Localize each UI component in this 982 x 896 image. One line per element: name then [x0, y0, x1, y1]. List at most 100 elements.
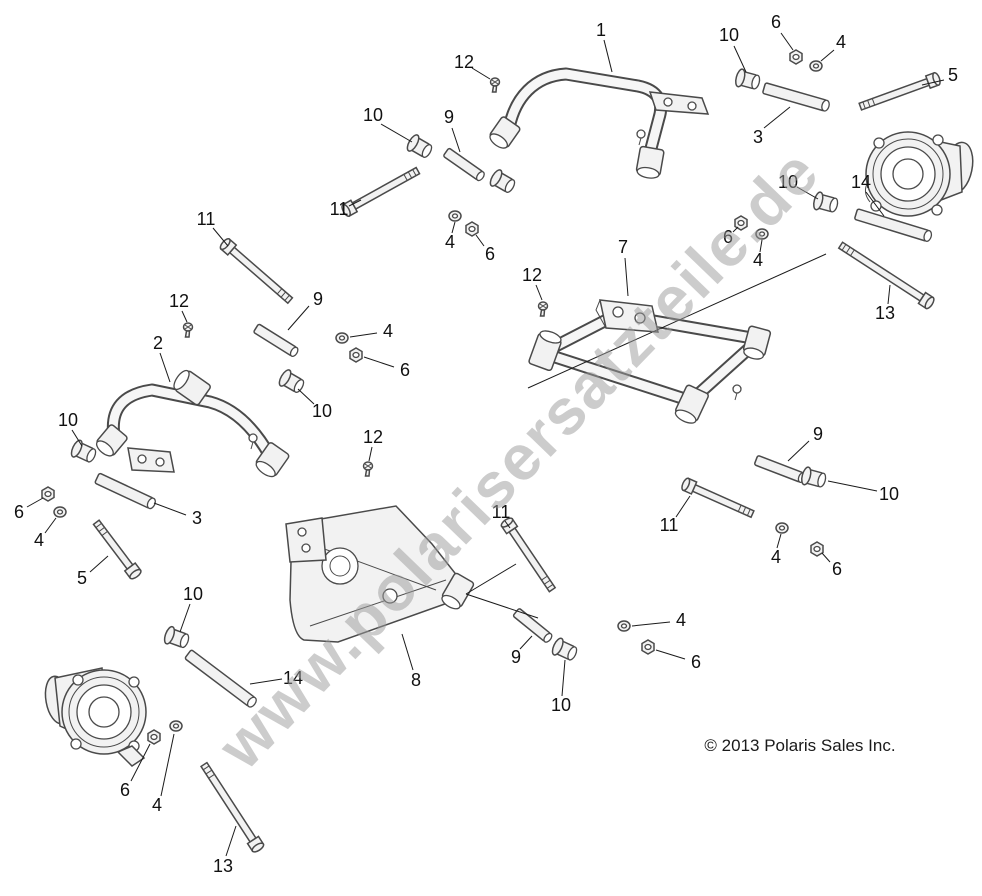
bushing: [163, 625, 190, 649]
bushing: [551, 637, 578, 661]
nut: [41, 486, 55, 502]
callout-number: 4: [676, 610, 686, 630]
nut: [641, 639, 655, 655]
callout-leader-line: [732, 226, 739, 233]
callout-number: 6: [120, 780, 130, 800]
washer: [809, 60, 823, 72]
shaft-pin: [754, 455, 806, 484]
bushing: [489, 169, 516, 193]
bushing: [278, 369, 305, 393]
callout-number: 10: [363, 105, 383, 125]
callout-leader-line: [780, 32, 794, 51]
callout-leader-line: [380, 123, 413, 143]
callout-number: 12: [169, 291, 189, 311]
callout-leader-line: [368, 446, 373, 462]
callout-leader-line: [26, 497, 44, 508]
nut: [734, 215, 748, 231]
callout-leader-line: [348, 199, 362, 207]
bolt: [200, 761, 265, 853]
callout-number: 4: [445, 232, 455, 252]
callout-leader-line: [451, 127, 461, 153]
bearing-carrier-right: [864, 131, 974, 217]
callout-number: 9: [813, 424, 823, 444]
callout-number: 14: [851, 172, 871, 192]
callout-number: 6: [771, 12, 781, 32]
bushing: [801, 466, 827, 488]
upper-control-arm-right: [489, 67, 710, 179]
callout-number: 4: [753, 250, 763, 270]
callout-leader-line: [796, 186, 819, 200]
callout-number: 13: [213, 856, 233, 876]
rear-control-arm-lower: [285, 505, 475, 643]
bolt: [92, 519, 142, 580]
callout-number: 12: [454, 52, 474, 72]
flange-screw: [362, 461, 374, 477]
callout-number: 10: [778, 172, 798, 192]
callout-number: 6: [14, 502, 24, 522]
small-screw: [636, 129, 646, 146]
nut: [349, 347, 363, 363]
small-screw: [732, 384, 742, 401]
callout-number: 2: [153, 333, 163, 353]
shaft-pin: [854, 208, 933, 242]
callout-leader-line: [451, 221, 456, 234]
callout-leader-line: [655, 649, 686, 660]
callout-number: 11: [330, 199, 349, 219]
callout-number: 10: [312, 401, 332, 421]
shaft-pin: [762, 82, 830, 112]
callout-number: 6: [691, 652, 701, 672]
callout-leader-line: [179, 603, 191, 633]
flange-screw: [489, 77, 501, 93]
callout-leader-line: [225, 825, 237, 857]
bolt: [681, 477, 755, 519]
callout-number: 10: [58, 410, 78, 430]
shaft-pin: [184, 649, 257, 708]
callout-leader-line: [297, 388, 315, 405]
shaft-pin: [443, 147, 485, 182]
callout-number: 9: [444, 107, 454, 127]
callout-number: 3: [753, 127, 763, 147]
callout-leader-line: [401, 633, 414, 671]
callout-number: 13: [875, 303, 895, 323]
assembly-line: [527, 253, 827, 389]
callout-number: 4: [34, 530, 44, 550]
callout-leader-line: [561, 659, 566, 697]
callout-number: 1: [596, 20, 606, 40]
callout-number: 8: [411, 670, 421, 690]
callout-number: 5: [77, 568, 87, 588]
callout-leader-line: [675, 495, 691, 518]
callout-leader-line: [130, 743, 151, 782]
flange-screw: [537, 301, 549, 317]
callout-leader-line: [733, 45, 747, 73]
callout-number: 4: [836, 32, 846, 52]
assembly-line: [465, 593, 539, 619]
callout-leader-line: [921, 79, 945, 86]
callout-number: 11: [197, 209, 216, 229]
copyright-text: © 2013 Polaris Sales Inc.: [704, 736, 895, 755]
callout-number: 11: [660, 515, 679, 535]
flange-screw: [182, 322, 194, 338]
rear-control-arm-upper: [528, 299, 772, 424]
callout-leader-line: [624, 257, 629, 297]
callout-leader-line: [181, 310, 188, 323]
callout-number: 4: [152, 795, 162, 815]
washer: [169, 720, 183, 732]
bolt: [341, 166, 421, 218]
callout-leader-line: [776, 533, 782, 549]
callout-leader-line: [865, 191, 885, 217]
callout-leader-line: [519, 635, 533, 650]
nut: [789, 49, 803, 65]
washer: [335, 332, 349, 344]
callout-number: 4: [771, 547, 781, 567]
callout-leader-line: [349, 332, 378, 338]
bushing: [813, 191, 839, 213]
callout-leader-line: [44, 517, 57, 534]
callout-leader-line: [821, 552, 831, 563]
bushing: [406, 134, 433, 158]
washer: [53, 506, 67, 518]
bolt: [837, 241, 935, 310]
nut: [810, 541, 824, 557]
